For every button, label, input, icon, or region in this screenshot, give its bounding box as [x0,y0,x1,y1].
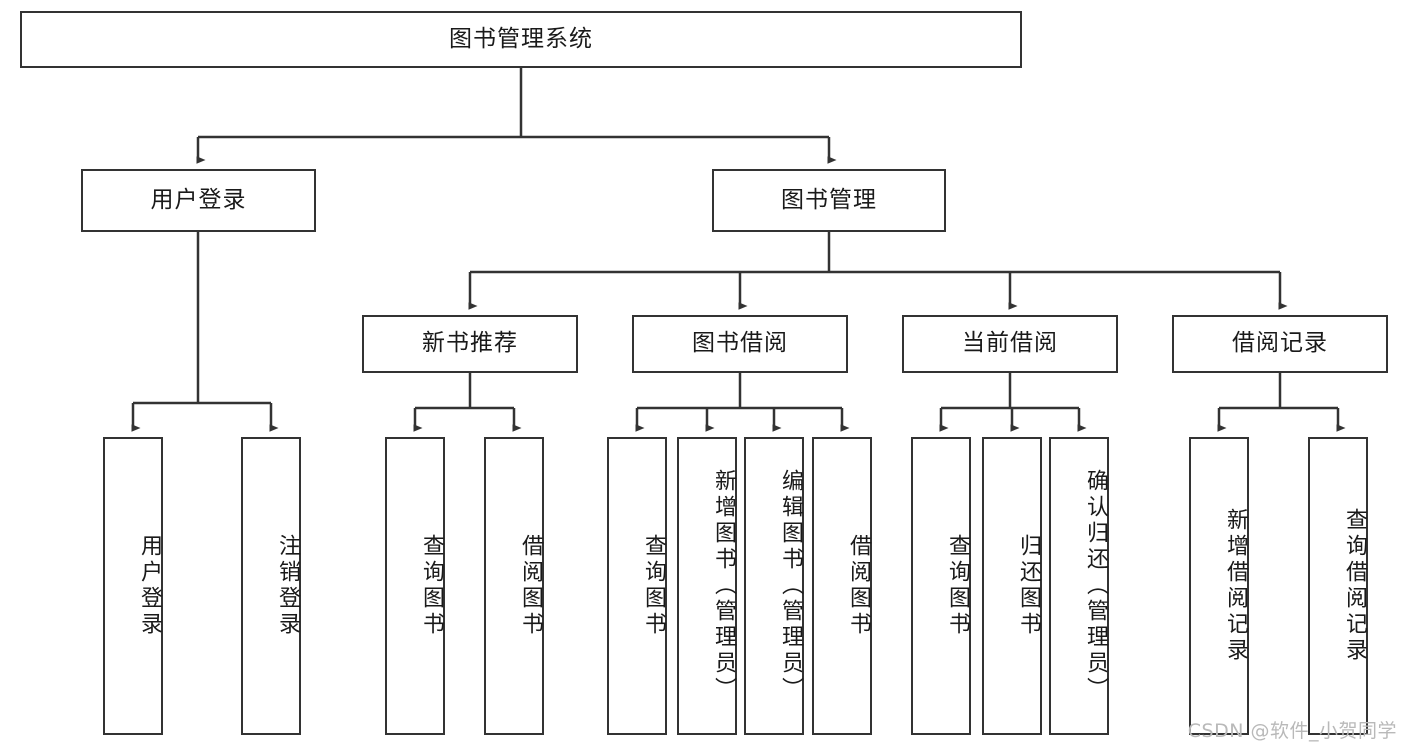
node-root-system[interactable]: 图书管理系统 [20,11,1022,68]
node-current-borrow[interactable]: 当前借阅 [902,315,1118,373]
leaf-record-add-borrow-record[interactable]: 新增借阅记录 [1189,437,1249,735]
leaf-current-confirm-return-admin[interactable]: 确认归还（管理员） [1049,437,1109,735]
node-book-management[interactable]: 图书管理 [712,169,946,232]
leaf-user-login-signin[interactable]: 用户登录 [103,437,163,735]
node-book-borrow[interactable]: 图书借阅 [632,315,848,373]
leaf-record-query-borrow-record[interactable]: 查询借阅记录 [1308,437,1368,735]
leaf-borrow-borrow-book[interactable]: 借阅图书 [812,437,872,735]
leaf-borrow-edit-book-admin[interactable]: 编辑图书（管理员） [744,437,804,735]
leaf-borrow-query-book[interactable]: 查询图书 [607,437,667,735]
leaf-recommend-borrow-book[interactable]: 借阅图书 [484,437,544,735]
leaf-current-query-book[interactable]: 查询图书 [911,437,971,735]
node-user-login[interactable]: 用户登录 [81,169,316,232]
leaf-borrow-add-book-admin[interactable]: 新增图书（管理员） [677,437,737,735]
leaf-user-login-signout[interactable]: 注销登录 [241,437,301,735]
node-new-book-recommend[interactable]: 新书推荐 [362,315,578,373]
leaf-current-return-book[interactable]: 归还图书 [982,437,1042,735]
node-borrow-record[interactable]: 借阅记录 [1172,315,1388,373]
leaf-recommend-query-book[interactable]: 查询图书 [385,437,445,735]
